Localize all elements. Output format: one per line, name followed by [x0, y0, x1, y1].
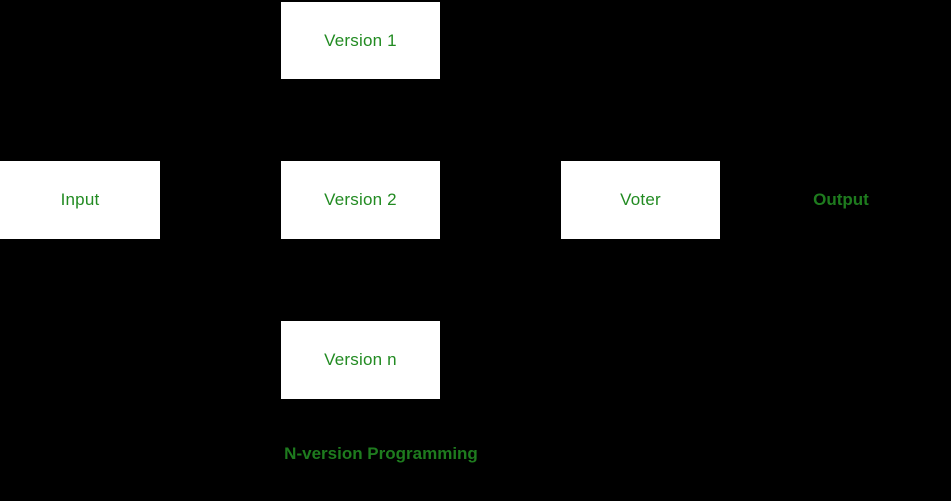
- version-n-node: Version n: [281, 321, 440, 399]
- voter-node-label: Voter: [620, 190, 661, 209]
- output-node-label: Output: [813, 190, 869, 209]
- version-1-node: Version 1: [281, 2, 440, 79]
- voter-node: Voter: [561, 161, 720, 239]
- version-2-node-label: Version 2: [324, 190, 397, 209]
- version-n-node-label: Version n: [324, 350, 397, 369]
- version-1-node-label: Version 1: [324, 30, 397, 50]
- diagram-caption: N-version Programming: [284, 444, 478, 463]
- input-node-label: Input: [60, 190, 100, 209]
- input-node: Input: [0, 161, 160, 239]
- version-2-node: Version 2: [281, 161, 440, 239]
